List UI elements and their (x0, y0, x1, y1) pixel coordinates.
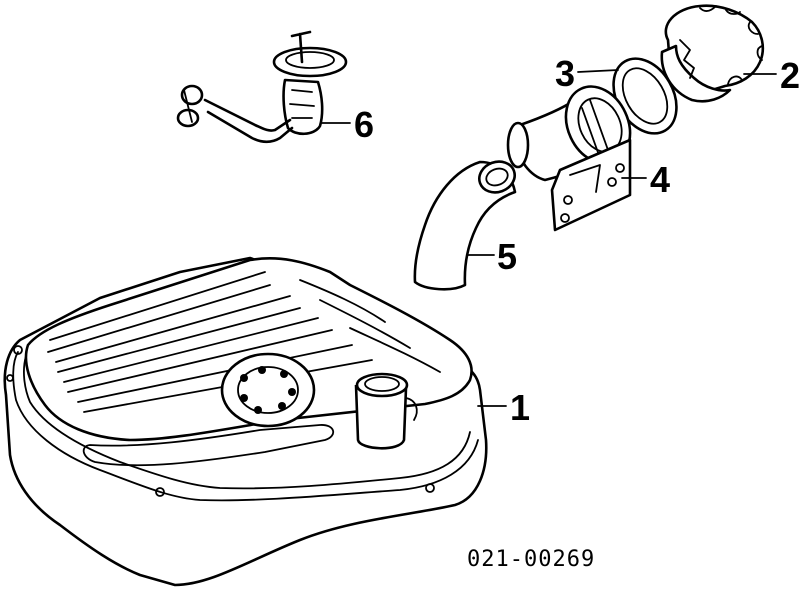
filler-cap (660, 4, 765, 103)
callout-5: 5 (497, 236, 517, 277)
fuel-tank (3, 256, 488, 587)
reference-code: 021-00269 (467, 547, 595, 572)
callout-1: 1 (510, 387, 530, 428)
callout-2: 2 (780, 55, 800, 96)
callout-3: 3 (555, 53, 575, 94)
leader-lines (321, 69, 777, 407)
filler-neck (506, 85, 632, 232)
callout-6: 6 (354, 104, 374, 145)
filler-hose (413, 160, 517, 291)
fuel-pump-sender (176, 30, 348, 144)
leader-3 (577, 69, 619, 73)
callout-4: 4 (650, 159, 670, 200)
